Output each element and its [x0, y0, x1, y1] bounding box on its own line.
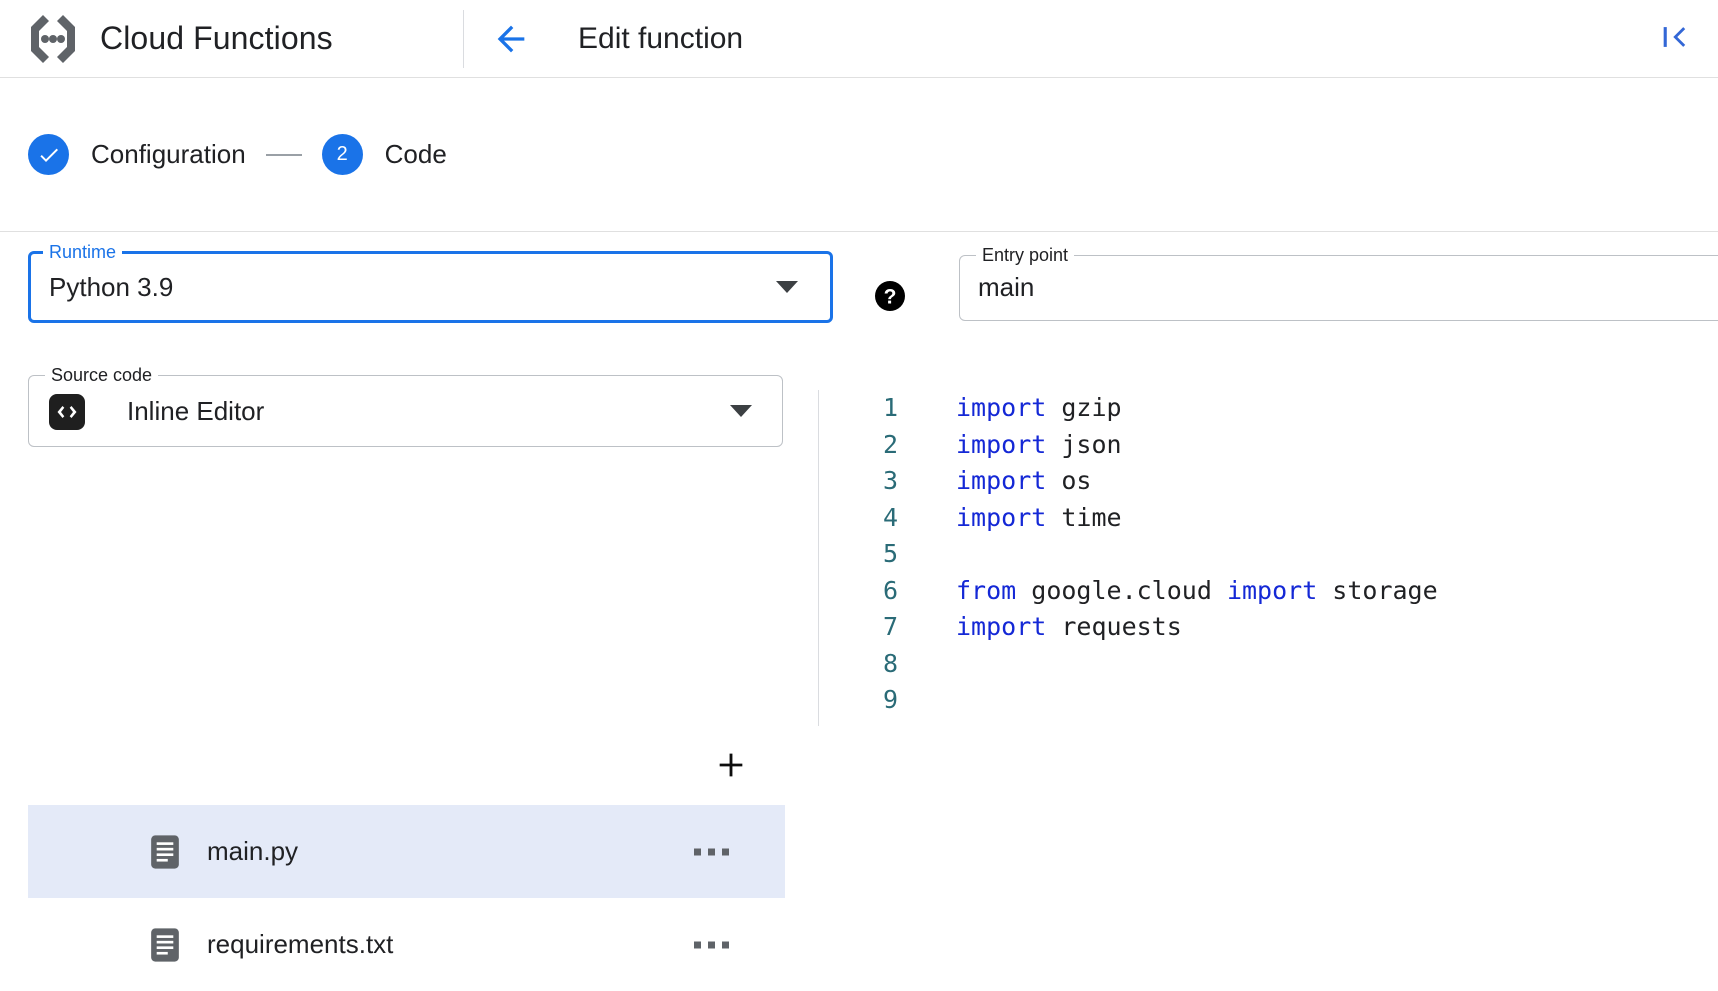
code-line-text: import time	[956, 500, 1122, 537]
line-number: 5	[882, 539, 898, 568]
collapse-panel-icon	[1658, 20, 1692, 59]
code-keyword: from	[956, 575, 1017, 605]
code-identifier: gzip	[1046, 393, 1122, 422]
brand: Cloud Functions	[22, 0, 333, 77]
code-identifier: requests	[1046, 612, 1182, 641]
collapse-panel-button[interactable]	[1652, 16, 1698, 62]
code-line: 1 import gzip	[834, 390, 1718, 427]
step-code[interactable]: 2 Code	[321, 134, 447, 175]
edit-function-page: Cloud Functions Edit function	[0, 0, 1718, 962]
file-row-main-py[interactable]: main.py	[28, 805, 785, 898]
wizard-stepper: Configuration 2 Code	[0, 78, 1718, 232]
source-code-label: Source code	[45, 364, 159, 386]
file-document-icon	[148, 927, 182, 963]
step-code-marker: 2	[321, 134, 363, 175]
line-number: 1	[882, 393, 898, 422]
file-name: requirements.txt	[207, 929, 394, 959]
step-configuration-marker	[28, 134, 69, 175]
code-editor[interactable]: 1 import gzip 2 import json 3 import os 4 impor…	[834, 390, 1718, 726]
line-number: 2	[882, 429, 898, 459]
line-number: 9	[882, 685, 898, 714]
code-identifier: storage	[1317, 575, 1438, 605]
file-list: main.py requirements.txt	[28, 805, 785, 991]
brand-title: Cloud Functions	[100, 20, 333, 56]
code-line-text: import os	[956, 463, 1091, 500]
cloud-functions-logo-icon	[22, 12, 84, 66]
runtime-select[interactable]: Runtime Python 3.9	[28, 241, 833, 323]
code-line: 7 import requests	[834, 609, 1718, 646]
chevron-down-icon[interactable]	[776, 254, 802, 320]
runtime-label: Runtime	[43, 241, 123, 263]
entry-point-field[interactable]: Entry point main ?	[959, 244, 1718, 321]
arrow-left-icon	[491, 19, 531, 59]
svg-text:?: ?	[884, 286, 897, 309]
code-line-text: import gzip	[956, 390, 1122, 427]
code-line-text: import json	[956, 427, 1122, 464]
step-configuration[interactable]: Configuration	[28, 134, 246, 175]
add-file-button[interactable]	[707, 743, 755, 791]
entry-point-label: Entry point	[976, 244, 1075, 266]
code-keyword: import	[956, 393, 1047, 422]
code-line: 4 import time	[834, 500, 1718, 537]
runtime-value: Python 3.9	[49, 271, 174, 302]
line-number: 7	[882, 612, 898, 641]
code-identifier: time	[1046, 502, 1122, 532]
code-keyword: import	[1226, 575, 1318, 605]
code-identifier: json	[1046, 429, 1122, 459]
code-keyword: import	[956, 429, 1047, 459]
step-code-label: Code	[384, 139, 447, 169]
header-separator	[463, 10, 464, 68]
stepper-connector	[265, 153, 302, 156]
code-identifier: google.cloud	[1016, 575, 1227, 605]
file-row-requirements-txt[interactable]: requirements.txt	[28, 898, 785, 991]
more-options-icon[interactable]	[686, 840, 737, 863]
code-line: 3 import os	[834, 463, 1718, 500]
code-brackets-icon	[49, 394, 85, 430]
line-number: 3	[882, 466, 898, 495]
plus-icon	[714, 748, 748, 787]
source-code-value: Inline Editor	[127, 395, 265, 426]
step-configuration-label: Configuration	[91, 139, 246, 169]
line-number: 4	[882, 502, 898, 532]
code-keyword: import	[956, 502, 1047, 532]
source-code-select[interactable]: Source code Inline Editor	[28, 364, 783, 447]
code-keyword: import	[956, 612, 1047, 641]
entry-point-value[interactable]: main	[978, 271, 1035, 302]
runtime-help-icon[interactable]: ?	[872, 278, 908, 314]
pane-divider	[818, 390, 819, 726]
back-button[interactable]	[487, 15, 535, 63]
code-line-text: from google.cloud import storage	[956, 573, 1438, 610]
code-line: 2 import json	[834, 427, 1718, 464]
code-line: 5	[834, 536, 1718, 573]
code-identifier: os	[1046, 466, 1092, 495]
file-document-icon	[148, 834, 182, 870]
code-line: 6 from google.cloud import storage	[834, 573, 1718, 610]
app-header: Cloud Functions Edit function	[0, 0, 1718, 78]
page-title: Edit function	[578, 21, 744, 55]
line-number: 6	[882, 575, 898, 605]
file-name: main.py	[207, 836, 299, 866]
line-number: 8	[882, 648, 898, 678]
code-keyword: import	[956, 466, 1047, 495]
code-line: 9	[834, 682, 1718, 719]
code-line: 8	[834, 646, 1718, 683]
chevron-down-icon[interactable]	[730, 376, 756, 446]
more-options-icon[interactable]	[686, 933, 737, 956]
code-line-text: import requests	[956, 609, 1182, 646]
